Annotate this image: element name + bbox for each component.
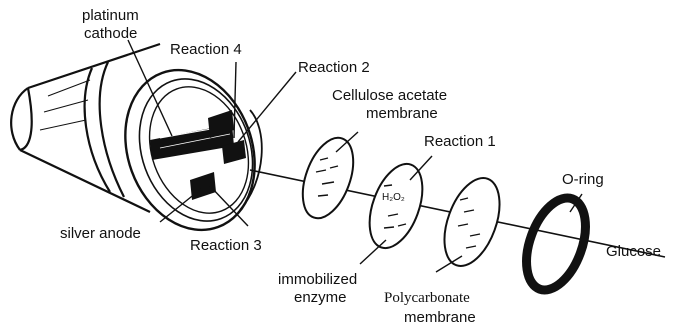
label-reaction-2: Reaction 2: [298, 59, 370, 76]
label-reaction-1: Reaction 1: [424, 133, 496, 150]
cellulose-acetate-membrane: [293, 131, 363, 225]
label-cellulose-acetate-2: membrane: [366, 105, 438, 122]
label-o-ring: O-ring: [562, 171, 604, 188]
label-cellulose-acetate-1: Cellulose acetate: [332, 87, 447, 104]
label-platinum-cathode-2: cathode: [84, 25, 137, 42]
label-glucose: Glucose: [606, 243, 661, 260]
label-silver-anode: silver anode: [60, 225, 141, 242]
label-immobilized-enzyme-1: immobilized: [278, 271, 357, 288]
label-immobilized-enzyme-2: enzyme: [294, 289, 347, 306]
silver-anode-element: [190, 110, 246, 200]
label-reaction-3: Reaction 3: [190, 237, 262, 254]
o-ring: [515, 190, 597, 298]
label-polycarbonate-2: membrane: [404, 309, 476, 326]
label-platinum-cathode-1: platinum: [82, 7, 139, 24]
label-reaction-4: Reaction 4: [170, 41, 242, 58]
label-polycarbonate-1: Polycarbonate: [384, 290, 470, 306]
label-h2o2: H₂O₂: [382, 192, 405, 203]
